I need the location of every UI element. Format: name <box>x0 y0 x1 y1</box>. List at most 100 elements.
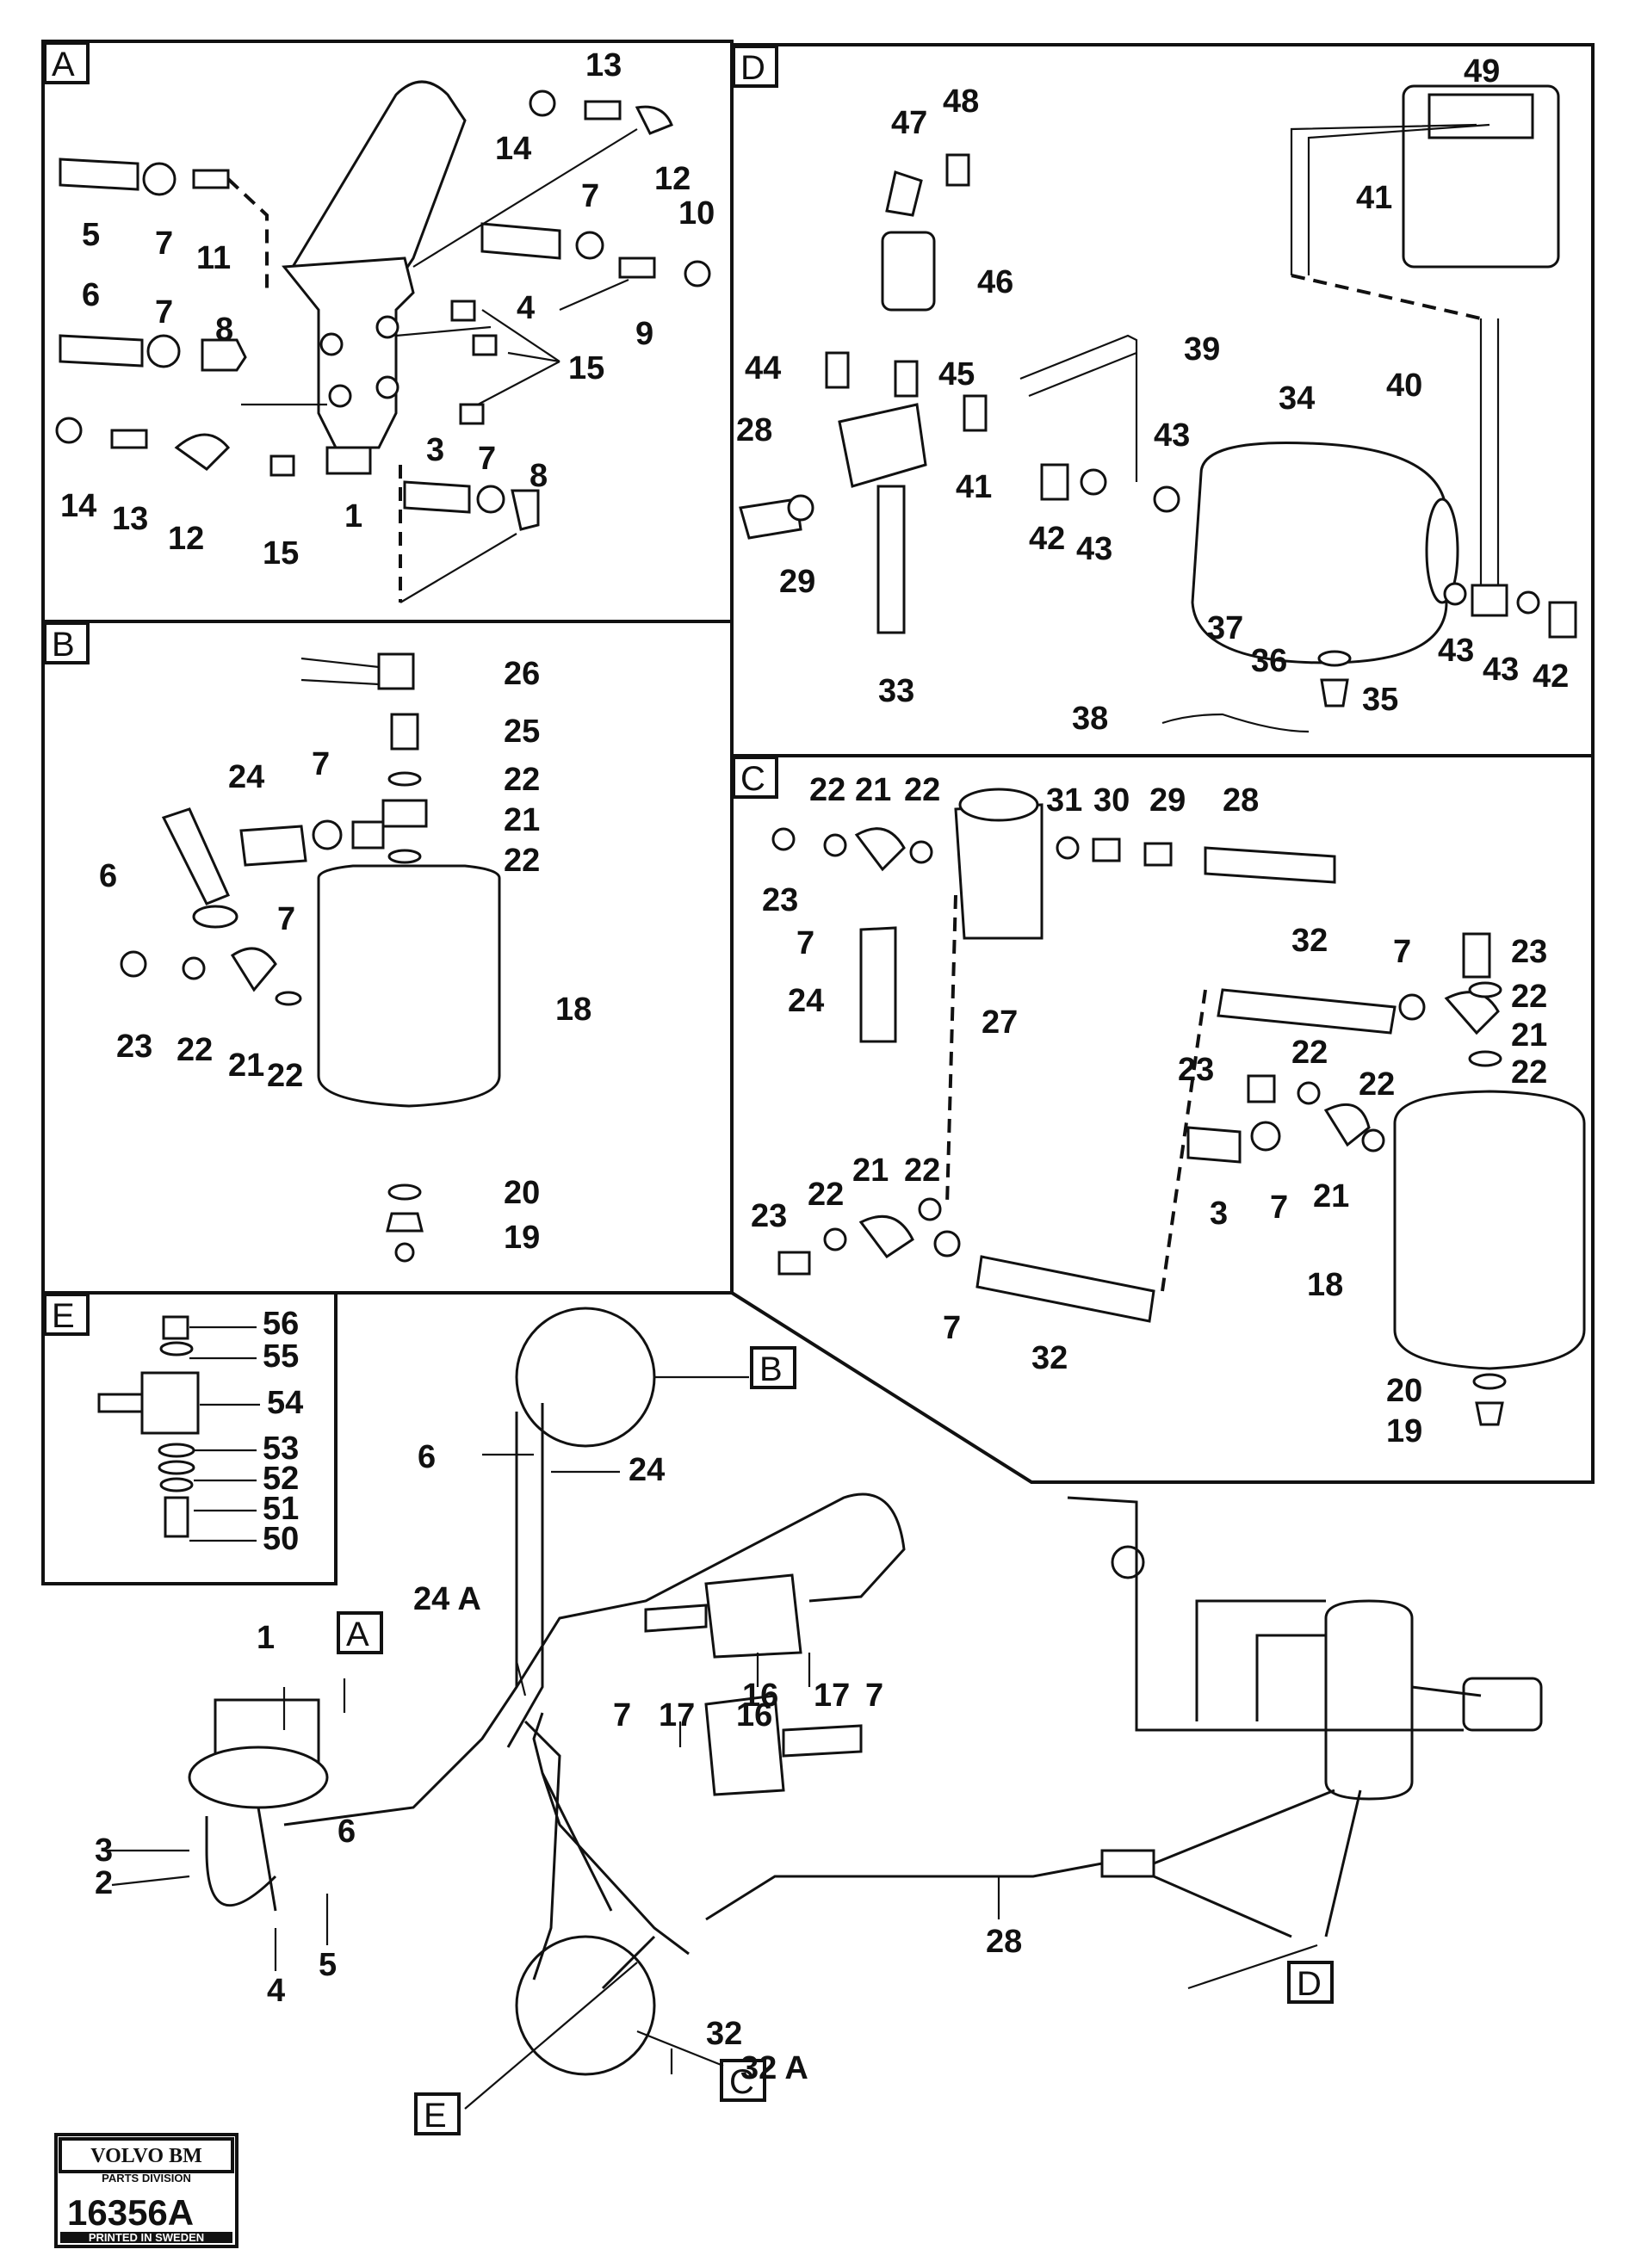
label: 21 <box>504 802 540 838</box>
label: 26 <box>504 656 540 692</box>
label: 40 <box>1386 368 1422 404</box>
label: 3 <box>426 432 444 468</box>
label: 24 <box>228 759 264 795</box>
callout-a-letter: A <box>346 1616 369 1653</box>
label: 9 <box>635 316 653 352</box>
label: 56 <box>263 1306 299 1342</box>
section-a-letter: A <box>52 46 75 83</box>
label: 39 <box>1184 331 1220 368</box>
label: 28 <box>1223 782 1259 819</box>
air-tank-c <box>1393 1090 1586 1370</box>
label: 1 <box>344 498 362 535</box>
label: 18 <box>555 992 591 1028</box>
label: 16 <box>742 1678 778 1714</box>
label: 12 <box>654 161 691 197</box>
label: 22 <box>904 772 940 808</box>
labels-section-a: 13 14 12 5 7 11 7 10 4 9 6 7 8 15 14 13 … <box>60 47 715 572</box>
label: 28 <box>736 412 772 448</box>
callout-b <box>750 1346 796 1389</box>
section-e-drawing <box>97 1315 200 1538</box>
stamp-frame <box>54 2133 238 2248</box>
section-e-box <box>43 1293 90 1336</box>
label: 4 <box>517 290 535 326</box>
label: 34 <box>1279 380 1315 417</box>
callout-e-letter: E <box>424 2097 447 2135</box>
label: 19 <box>1386 1413 1422 1449</box>
label: 22 <box>904 1153 940 1189</box>
label: 24 <box>788 983 824 1019</box>
label: 22 <box>809 772 845 808</box>
label: 54 <box>267 1385 303 1421</box>
label: 36 <box>1251 643 1287 679</box>
label: 3 <box>1210 1196 1228 1232</box>
callout-c-letter: C <box>729 2063 754 2101</box>
label: 32 A <box>740 2050 808 2086</box>
air-tank-b <box>317 864 501 1108</box>
section-e-frame <box>41 1291 338 1585</box>
label: 50 <box>263 1521 299 1557</box>
callout-b-letter: B <box>759 1350 783 1388</box>
label: 21 <box>1511 1017 1547 1054</box>
label: 41 <box>956 469 992 505</box>
label: 5 <box>319 1947 337 1983</box>
stamp-brand: VOLVO BM <box>90 2145 202 2167</box>
label: 17 <box>659 1697 695 1733</box>
section-b-box <box>43 621 90 664</box>
label: 38 <box>1072 701 1108 737</box>
label: 5 <box>82 217 100 253</box>
label: 47 <box>891 105 927 141</box>
label: 23 <box>1511 934 1547 970</box>
label: 7 <box>943 1310 961 1346</box>
label: 22 <box>1359 1066 1395 1103</box>
label: 7 <box>155 226 173 262</box>
callout-e <box>414 2092 461 2135</box>
label: 33 <box>878 673 914 709</box>
valve-block <box>838 403 927 488</box>
main-leaders <box>103 1375 1318 2110</box>
section-a-drawing <box>55 80 711 603</box>
label: 41 <box>1356 180 1392 216</box>
label: 20 <box>1386 1373 1422 1409</box>
section-d-box <box>732 45 778 88</box>
labels-section-b: 26 25 24 7 22 21 22 6 7 18 23 22 21 22 2… <box>99 656 591 1256</box>
label: 7 <box>155 294 173 331</box>
label: 10 <box>678 195 715 232</box>
label: 35 <box>1362 682 1398 718</box>
label: 23 <box>116 1029 152 1065</box>
label: 20 <box>504 1175 540 1211</box>
stamp-division: PARTS DIVISION <box>102 2172 191 2185</box>
label: 7 <box>277 901 295 937</box>
labels-section-c: 22 21 22 31 30 29 28 23 7 24 27 32 7 23 … <box>751 772 1547 1449</box>
label: 22 <box>504 843 540 879</box>
label: 8 <box>530 458 548 494</box>
label: 23 <box>762 882 798 918</box>
label: 21 <box>1313 1178 1349 1214</box>
label: 55 <box>263 1338 299 1375</box>
label: 7 <box>613 1697 631 1733</box>
label: 22 <box>267 1058 303 1094</box>
labels-main: 6 24 24 A 1 16 17 7 7 17 16 3 6 2 4 5 28… <box>95 1439 1022 2086</box>
label: 22 <box>1511 979 1547 1015</box>
label: 25 <box>504 714 540 750</box>
label: 32 <box>706 2016 742 2052</box>
callout-a <box>337 1611 383 1654</box>
label: 6 <box>82 277 100 313</box>
air-tank-d <box>1191 441 1448 664</box>
section-letters: A B D C E <box>43 41 778 1336</box>
label: 30 <box>1093 782 1130 819</box>
label: 8 <box>215 312 233 348</box>
label: 21 <box>855 772 891 808</box>
label: 15 <box>263 535 299 572</box>
label: 6 <box>418 1439 436 1475</box>
section-b-frame <box>41 620 734 1295</box>
label: 43 <box>1438 633 1474 669</box>
label: 32 <box>1031 1340 1068 1376</box>
label: 2 <box>95 1865 113 1901</box>
callout-d-letter: D <box>1297 1965 1322 2003</box>
callout-c <box>720 2059 766 2102</box>
pedal <box>290 80 467 286</box>
label: 22 <box>1511 1054 1547 1091</box>
label: 6 <box>338 1814 356 1850</box>
label: 29 <box>1149 782 1186 819</box>
